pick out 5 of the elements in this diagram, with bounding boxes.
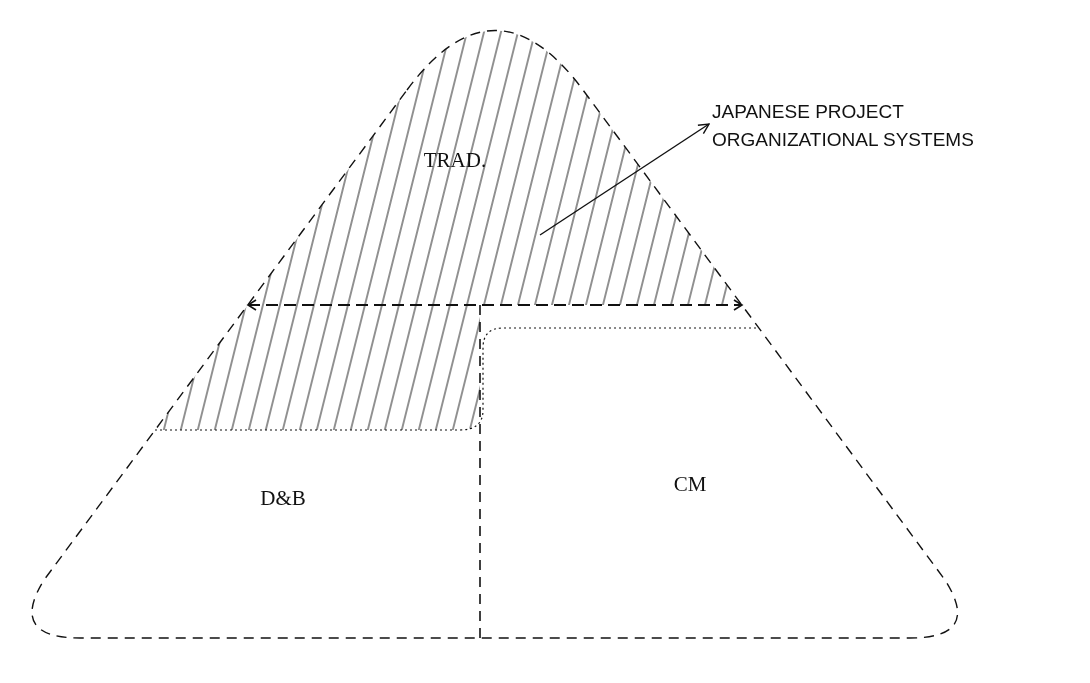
leader-arrow (539, 123, 710, 236)
region-label: CM (660, 472, 720, 497)
region-label: D&B (248, 486, 318, 511)
region-label: TRAD. (415, 148, 495, 173)
callout-label: JAPANESE PROJECT ORGANIZATIONAL SYSTEMS (712, 98, 1072, 154)
